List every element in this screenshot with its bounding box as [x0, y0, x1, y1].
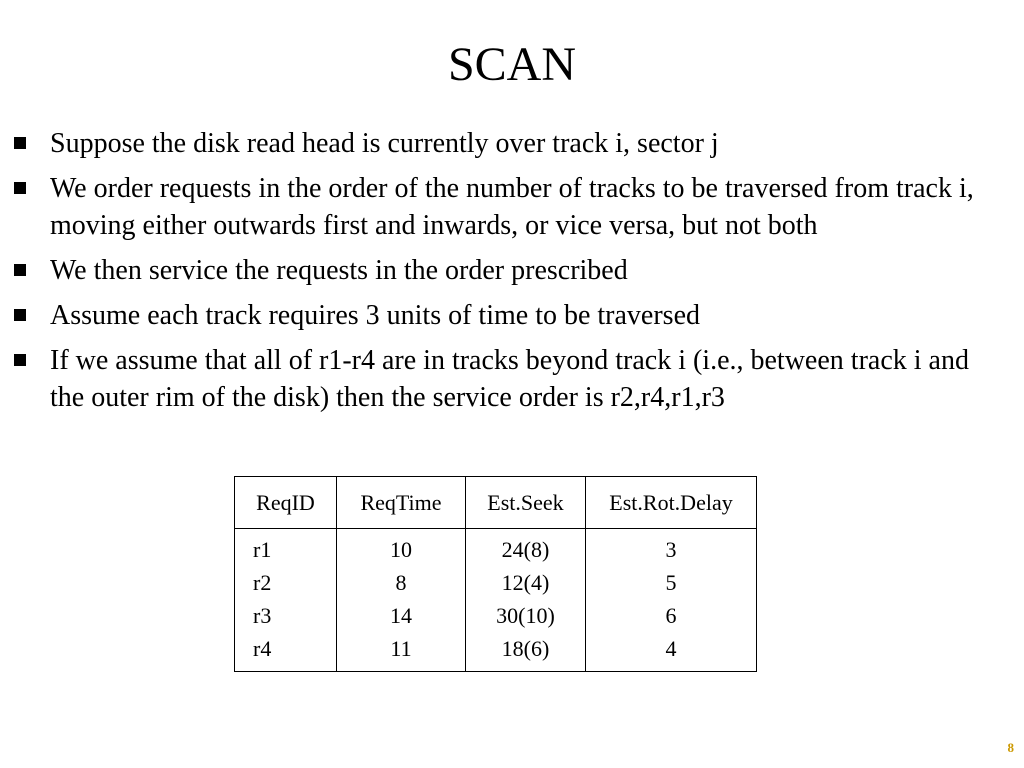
bullet-item: We then service the requests in the orde…: [14, 252, 1004, 289]
slide-title: SCAN: [447, 38, 577, 91]
cell-reqtime: 14: [336, 599, 466, 632]
table-row: r3 14 30(10) 6: [234, 599, 757, 632]
cell-reqid: r3: [234, 599, 337, 632]
square-bullet-icon: [14, 137, 26, 149]
square-bullet-icon: [14, 264, 26, 276]
cell-est-rot-delay: 5: [665, 570, 677, 595]
page-number: 8: [1007, 740, 1015, 755]
cell-est-seek: 12(4): [465, 566, 586, 599]
bullet-text: Assume each track requires 3 units of ti…: [50, 300, 701, 331]
bullet-item: Suppose the disk read head is currently …: [14, 125, 1004, 162]
cell-reqid: r4: [234, 632, 337, 672]
cell-est-rot-delay: 3: [665, 537, 677, 562]
cell-est-seek: 18(6): [465, 632, 586, 672]
cell-reqid: r2: [234, 566, 337, 599]
column-header-est-seek: Est.Seek: [465, 476, 586, 529]
cell-reqid: r1: [234, 528, 337, 566]
square-bullet-icon: [14, 182, 26, 194]
column-header-reqtime: ReqTime: [336, 476, 466, 529]
bullet-item: If we assume that all of r1-r4 are in tr…: [14, 342, 1004, 416]
table-row: r4 11 18(6) 4: [234, 632, 757, 672]
cell-reqtime: 8: [336, 566, 466, 599]
table-header-row: ReqID ReqTime Est.Seek Est.Rot.Delay: [234, 476, 757, 529]
cell-est-seek: 24(8): [465, 528, 586, 566]
cell-reqtime: 10: [336, 528, 466, 566]
column-header-est-rot-delay: Est.Rot.Delay: [585, 476, 757, 529]
cell-est-rot-delay: 6: [665, 603, 677, 628]
cell-est-seek: 30(10): [465, 599, 586, 632]
bullet-text: If we assume that all of r1-r4 are in tr…: [50, 345, 969, 413]
bullet-text: We then service the requests in the orde…: [50, 255, 628, 286]
bullet-item: Assume each track requires 3 units of ti…: [14, 297, 1004, 334]
cell-reqtime: 11: [336, 632, 466, 672]
table-row: r1 10 24(8) 3: [234, 528, 757, 566]
request-table: ReqID ReqTime Est.Seek Est.Rot.Delay r1 …: [234, 476, 757, 672]
column-header-reqid: ReqID: [234, 476, 337, 529]
bullet-item: We order requests in the order of the nu…: [14, 170, 1004, 244]
square-bullet-icon: [14, 309, 26, 321]
cell-est-rot-delay: 4: [665, 636, 677, 661]
bullet-text: Suppose the disk read head is currently …: [50, 128, 719, 159]
square-bullet-icon: [14, 354, 26, 366]
bullet-text: We order requests in the order of the nu…: [50, 173, 974, 241]
table-row: r2 8 12(4) 5: [234, 566, 757, 599]
bullet-list: Suppose the disk read head is currently …: [14, 125, 1004, 424]
